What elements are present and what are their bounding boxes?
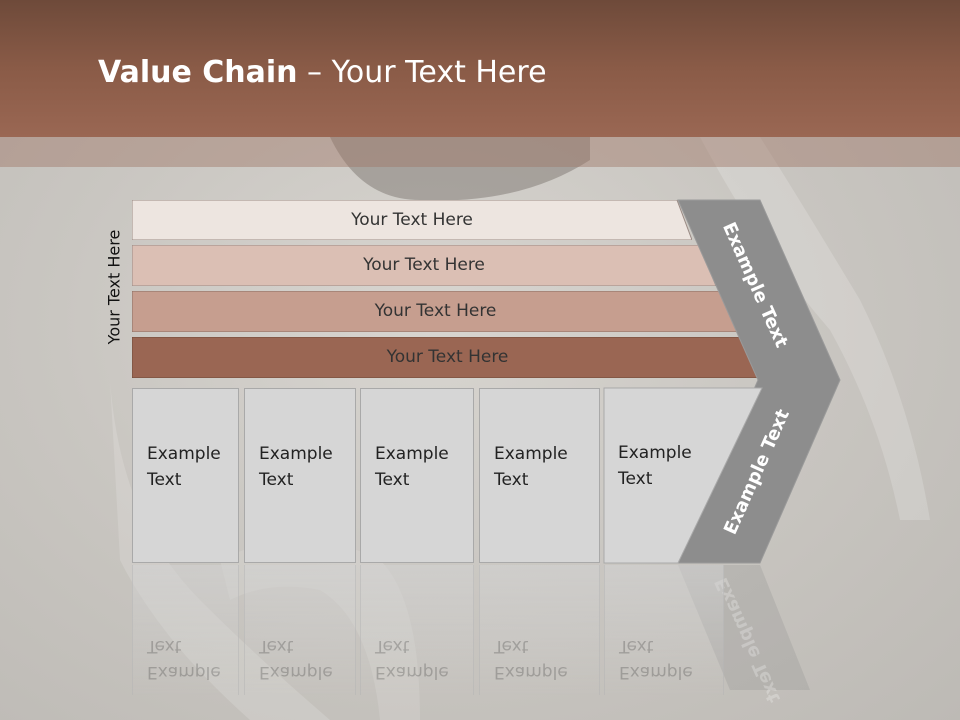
column-5-line2: Text [618,469,653,489]
row-2-label: Your Text Here [363,255,485,275]
header-bar [0,0,960,137]
column-2-line2: Text [259,470,294,490]
row-1-label: Your Text Here [351,210,473,230]
column-1: Example Text [132,388,239,563]
row-3: Your Text Here [132,291,739,332]
column-5-line1: Example [618,443,692,463]
column-3-line1: Example [375,444,449,464]
column-2-line1: Example [259,444,333,464]
column-2: Example Text [244,388,356,563]
column-1-line1: Example [147,444,221,464]
row-4-label: Your Text Here [386,347,509,367]
row-4: Your Text Here [132,337,763,378]
slide-title: Value Chain – Your Text Here [98,55,547,90]
column-4-line1: Example [494,444,568,464]
row-2: Your Text Here [132,245,716,286]
column-4-line2: Text [494,470,529,490]
row-1: Your Text Here [132,200,692,240]
row-3-label: Your Text Here [374,301,497,321]
title-rest: – Your Text Here [297,55,547,90]
column-3: Example Text [360,388,474,563]
header-band [0,137,960,167]
column-3-line2: Text [375,470,410,490]
column-1-line2: Text [147,470,182,490]
column-4: Example Text [479,388,600,563]
column-5: Example Text [604,388,696,563]
title-bold: Value Chain [98,55,298,90]
